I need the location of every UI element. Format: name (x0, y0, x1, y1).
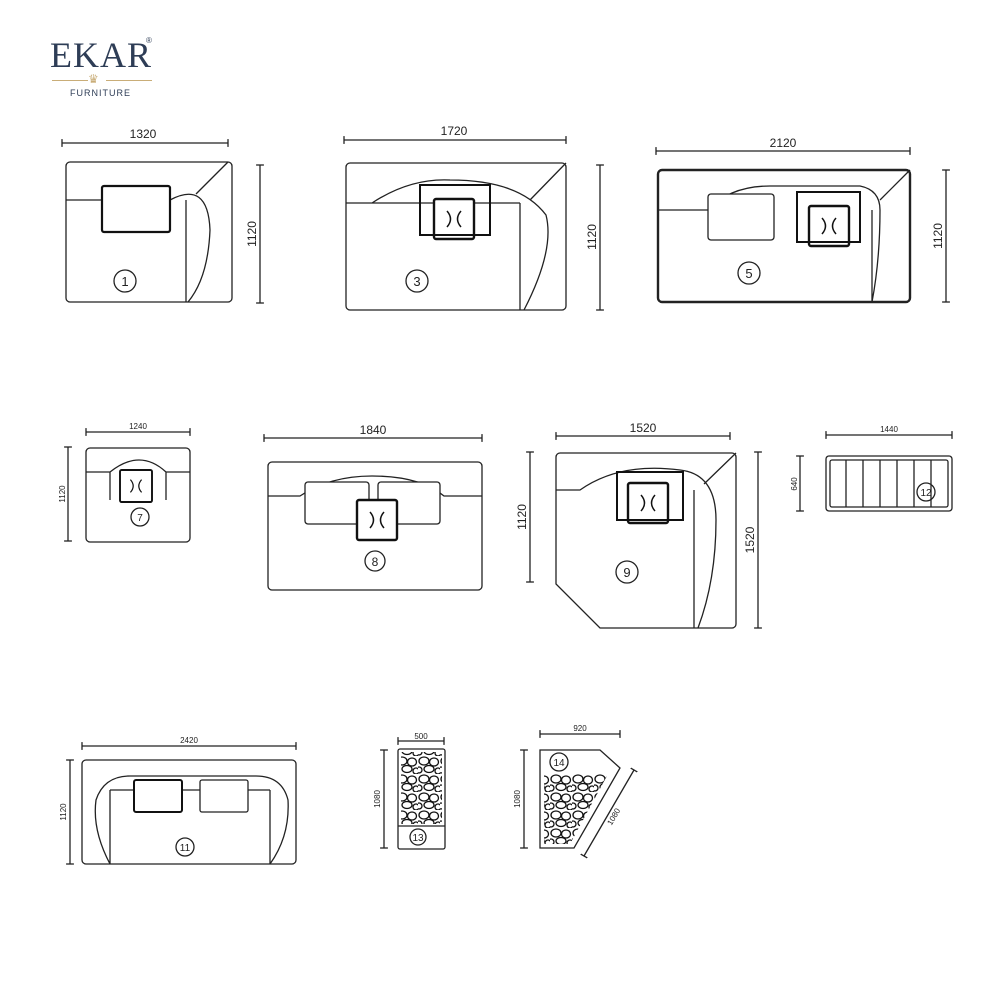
brand-logo: EKAR ® ♛ FURNITURE (40, 30, 170, 105)
label-8: 8 (372, 555, 379, 569)
dim-3-width: 1720 (441, 124, 468, 138)
brand-name: EKAR (50, 35, 152, 75)
crown-icon: ♛ (88, 72, 99, 86)
diagram-11 (66, 742, 297, 865)
diagram-8 (263, 434, 483, 591)
dim-14-diagonal: 1080 (605, 806, 622, 826)
diagram-5 (655, 147, 950, 304)
brand-tagline: FURNITURE (70, 88, 131, 98)
dim-1-height: 1120 (245, 221, 259, 247)
dim-9-height-left: 1120 (515, 504, 529, 530)
label-3: 3 (413, 274, 420, 289)
label-7: 7 (137, 513, 143, 524)
diagram-13 (380, 737, 446, 850)
label-1: 1 (121, 274, 128, 289)
dim-9-width: 1520 (630, 421, 657, 435)
dim-11-width: 2420 (180, 736, 198, 745)
dim-13-width: 500 (414, 732, 428, 741)
dim-12-width: 1440 (880, 425, 898, 434)
dim-5-width: 2120 (770, 136, 797, 150)
dim-14-width: 920 (573, 724, 587, 733)
label-12: 12 (920, 488, 932, 499)
label-14: 14 (553, 758, 565, 769)
label-11: 11 (180, 843, 191, 854)
diagram-14 (520, 730, 638, 859)
dim-13-height: 1080 (373, 790, 382, 808)
dim-1-width: 1320 (130, 127, 157, 141)
dim-8-width: 1840 (360, 423, 387, 437)
diagram-3 (343, 136, 604, 311)
diagram-1 (61, 139, 264, 304)
diagram-7 (64, 428, 191, 543)
label-13: 13 (412, 833, 424, 844)
dim-7-width: 1240 (129, 422, 147, 431)
logo-rule-right (106, 80, 152, 81)
diagram-9 (526, 432, 762, 629)
dim-11-height: 1120 (59, 803, 68, 821)
logo-rule-left (52, 80, 88, 81)
label-5: 5 (745, 266, 752, 281)
registered-mark: ® (146, 36, 152, 45)
dim-7-height: 1120 (58, 485, 67, 503)
dim-14-height: 1080 (513, 790, 522, 808)
dim-5-height: 1120 (931, 223, 945, 249)
dim-12-height: 640 (790, 477, 799, 491)
dim-9-height-right: 1520 (743, 526, 757, 553)
dim-3-height: 1120 (585, 224, 599, 250)
label-9: 9 (623, 565, 630, 580)
diagram-12 (796, 431, 953, 512)
